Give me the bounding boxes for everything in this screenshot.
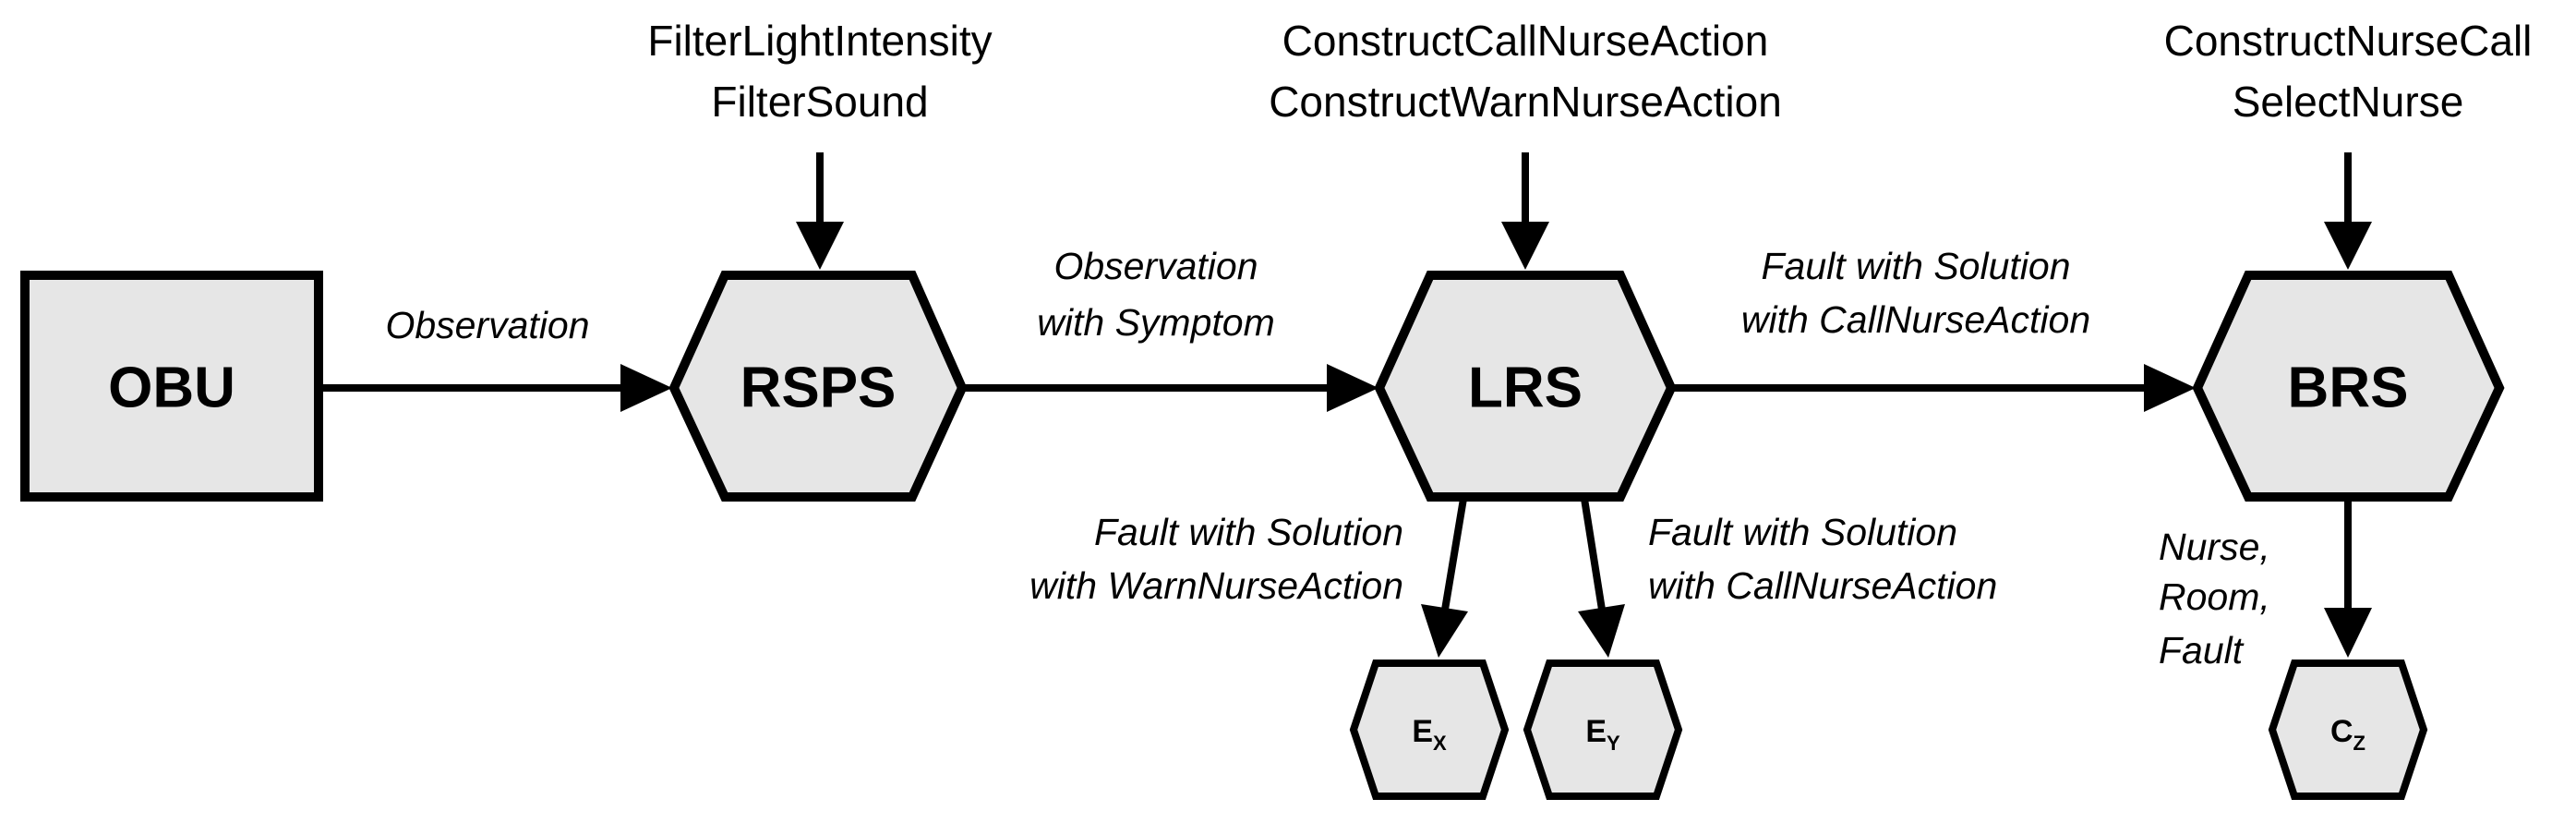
svg-text:CZ: CZ	[2330, 714, 2365, 755]
edge-label-rsps-lrs-line-2: with Symptom	[1037, 301, 1274, 344]
edge-label-lrs-ey: Fault with Solution with CallNurseAction	[1648, 511, 1997, 607]
edge-label-lrs-ey-line-1: Fault with Solution	[1648, 511, 1957, 553]
input-brs-line-1: ConstructNurseCall	[2164, 17, 2533, 65]
edge-brs-cz	[2324, 499, 2372, 658]
edge-label-lrs-brs-line-2: with CallNurseAction	[1741, 298, 2090, 341]
input-lrs-line-1: ConstructCallNurseAction	[1282, 17, 1769, 65]
edge-label-obu-rsps-line-1: Observation	[385, 304, 589, 346]
edge-lrs-brs	[1671, 364, 2196, 412]
inputs-brs: ConstructNurseCall SelectNurse	[2164, 17, 2533, 126]
input-brs-line-2: SelectNurse	[2233, 78, 2464, 126]
node-cz: CZ	[2268, 660, 2428, 800]
inputs-rsps: FilterLightIntensity FilterSound	[647, 17, 992, 126]
inputs-lrs: ConstructCallNurseAction ConstructWarnNu…	[1269, 17, 1782, 126]
input-lrs-line-2: ConstructWarnNurseAction	[1269, 78, 1782, 126]
node-ey-subscript: Y	[1607, 732, 1620, 755]
node-lrs: LRS	[1374, 271, 1677, 502]
edge-label-brs-cz-line-1: Nurse,	[2159, 526, 2270, 568]
node-ex-subscript: X	[1433, 732, 1447, 755]
edge-label-lrs-ey-line-2: with CallNurseAction	[1648, 564, 1997, 607]
edge-label-rsps-lrs: Observation with Symptom	[1037, 245, 1274, 344]
edge-label-brs-cz-line-2: Room,	[2159, 575, 2270, 618]
node-obu: OBU	[20, 271, 323, 502]
input-arrow-brs	[2324, 152, 2372, 270]
edge-rsps-lrs	[962, 364, 1378, 412]
edge-label-lrs-brs-line-1: Fault with Solution	[1761, 245, 2070, 287]
node-ey-label: E	[1585, 714, 1607, 749]
input-arrow-lrs	[1501, 152, 1549, 270]
edge-obu-rsps	[319, 364, 672, 412]
edge-label-lrs-ex-line-1: Fault with Solution	[1094, 511, 1403, 553]
node-obu-label: OBU	[108, 357, 235, 420]
svg-text:EY: EY	[1585, 714, 1620, 755]
node-ey: EY	[1523, 660, 1683, 800]
edge-label-lrs-ex: Fault with Solution with WarnNurseAction	[1029, 511, 1403, 607]
node-cz-label: C	[2330, 714, 2353, 749]
input-rsps-line-1: FilterLightIntensity	[647, 17, 992, 65]
node-ex-label: E	[1412, 714, 1433, 749]
input-arrow-rsps	[796, 152, 844, 270]
svg-text:EX: EX	[1412, 714, 1447, 755]
edge-label-lrs-ex-line-2: with WarnNurseAction	[1029, 564, 1403, 607]
edge-label-rsps-lrs-line-1: Observation	[1053, 245, 1258, 287]
node-lrs-label: LRS	[1468, 357, 1583, 420]
edge-lrs-ey	[1578, 498, 1625, 658]
edge-lrs-ex	[1421, 498, 1468, 658]
node-rsps: RSPS	[668, 271, 968, 502]
edge-label-lrs-brs: Fault with Solution with CallNurseAction	[1741, 245, 2090, 341]
node-rsps-label: RSPS	[740, 357, 897, 420]
edge-label-brs-cz: Nurse, Room, Fault	[2159, 526, 2270, 672]
node-brs-label: BRS	[2288, 357, 2409, 420]
edge-label-brs-cz-line-3: Fault	[2159, 629, 2245, 672]
edge-label-obu-rsps: Observation	[385, 304, 589, 346]
input-rsps-line-2: FilterSound	[711, 78, 928, 126]
node-ex: EX	[1349, 660, 1510, 800]
node-brs: BRS	[2192, 271, 2505, 502]
node-cz-subscript: Z	[2353, 732, 2365, 755]
